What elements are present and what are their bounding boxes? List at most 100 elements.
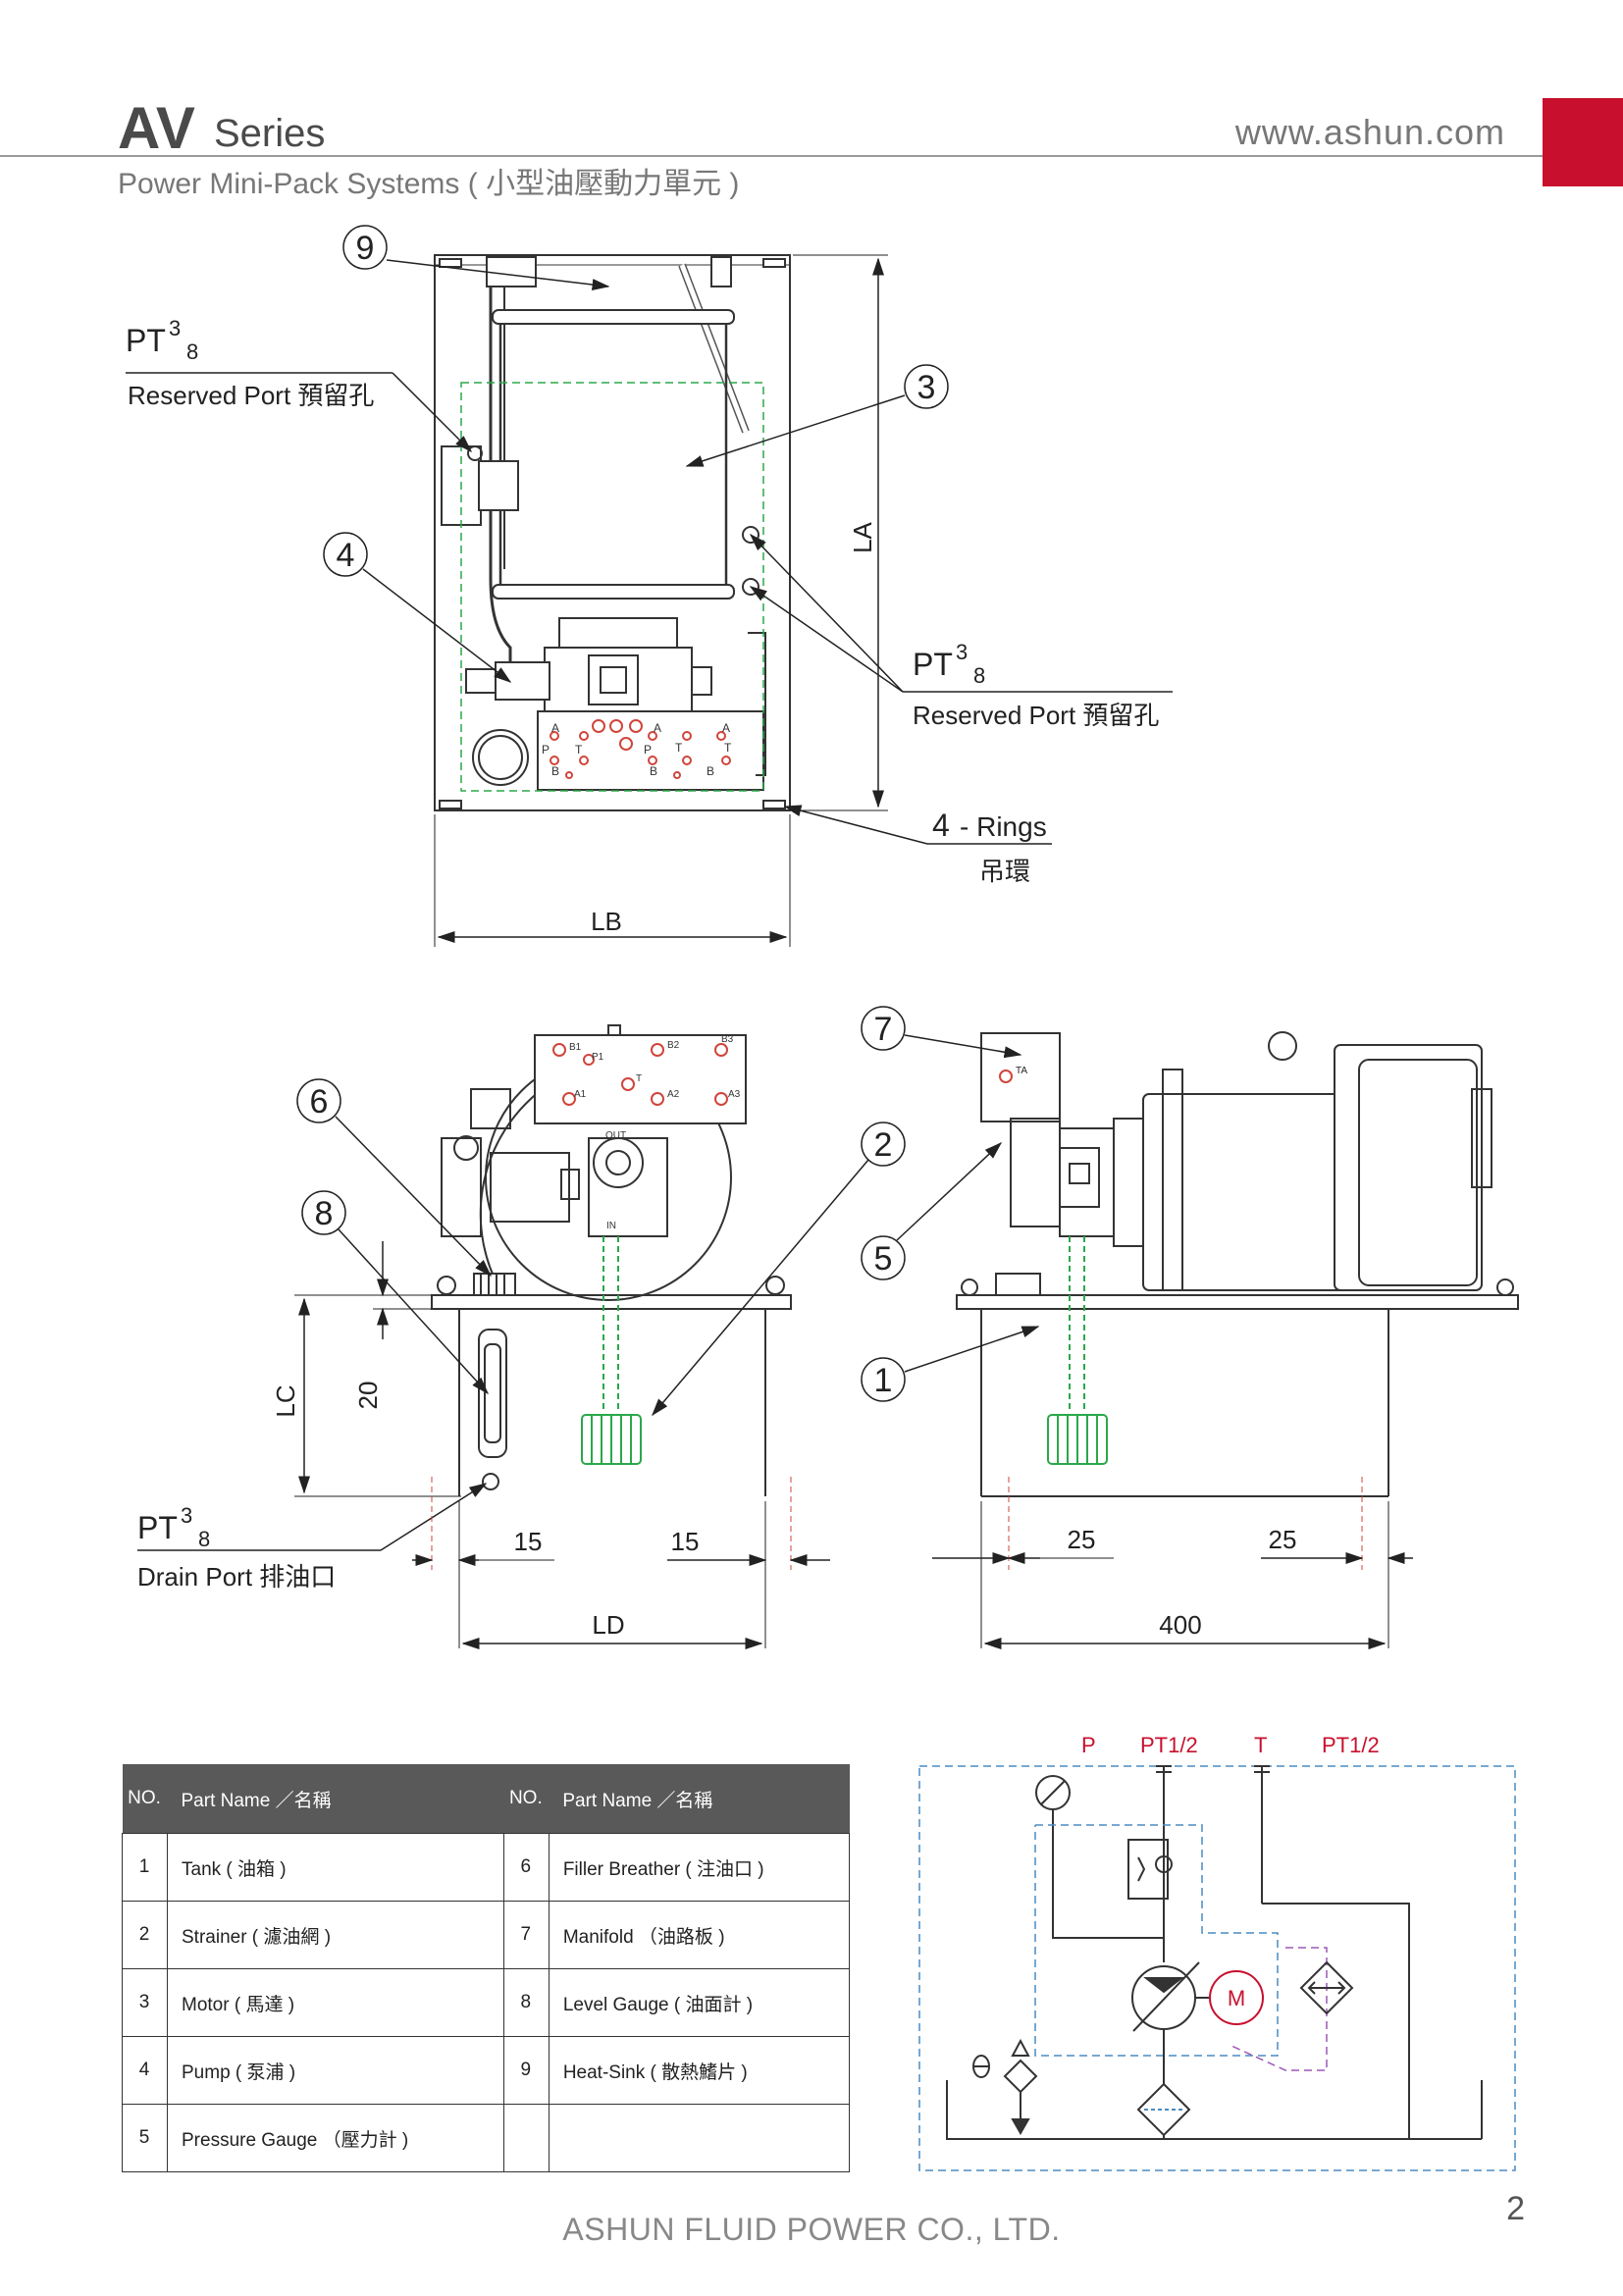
header-red-tab [1543, 98, 1623, 186]
callout-5: 5 [874, 1240, 893, 1278]
part-no: 7 [502, 1901, 550, 1969]
port-label: B [650, 764, 657, 778]
part-no: 6 [502, 1833, 550, 1902]
header-name-2: Part Name ／名稱 [549, 1764, 850, 1834]
table-row: 2 Strainer ( 濾油網 ) 7 Manifold （油路板 ) [122, 1901, 851, 1969]
front-callout-text: 6 8 LC 20 15 15 LD PT 3 8 Drain Port 排油口 [137, 1083, 699, 1640]
pump-out-label: OUT [605, 1130, 626, 1141]
callout-2: 2 [874, 1126, 893, 1164]
schematic-labels: P PT1/2 T PT1/2 M [1081, 1733, 1380, 2010]
pt-fraction-den: 8 [198, 1527, 210, 1551]
part-no: 1 [122, 1833, 168, 1902]
hydraulic-schematic [918, 1765, 1516, 2171]
side-callouts [652, 1006, 1413, 1649]
part-name: Heat-Sink ( 散熱鰭片 ) [548, 2036, 851, 2105]
callout-8: 8 [315, 1195, 334, 1232]
table-row: 3 Motor ( 馬達 ) 8 Level Gauge ( 油面計 ) [122, 1968, 851, 2037]
front-port-labels: B1 P1 B2 B3 T A1 A2 A3 OUT IN [569, 1034, 741, 1231]
parts-table: NO. Part Name ／名稱 NO. Part Name ／名稱 1 Ta… [122, 1764, 851, 2172]
port-label: B [707, 764, 714, 778]
header-name-1: Part Name ／名稱 [167, 1764, 504, 1834]
schematic-p-label: P [1081, 1733, 1096, 1757]
table-header-row: NO. Part Name ／名稱 NO. Part Name ／名稱 [122, 1764, 850, 1834]
rings-label: - Rings [960, 811, 1047, 842]
part-no: 5 [122, 2104, 168, 2172]
part-no: 9 [502, 2036, 550, 2105]
website-link[interactable]: www.ashun.com [1234, 112, 1505, 152]
callout-9: 9 [356, 230, 375, 267]
callout-7: 7 [874, 1011, 893, 1048]
schematic-motor-label: M [1228, 1986, 1245, 2010]
header-no-2: NO. [503, 1764, 550, 1834]
port-label: A [551, 721, 559, 735]
dim-ld: LD [592, 1610, 624, 1640]
rings-count: 4 [932, 808, 950, 843]
side-callout-text: 7 2 5 1 TA 25 25 400 [874, 1011, 1297, 1640]
pt-fraction-den: 8 [186, 339, 198, 364]
top-manifold-letters: A B P T A B P T A B T [542, 721, 732, 778]
pt-fraction-den: 8 [973, 663, 985, 688]
part-name: Pump ( 泵浦 ) [167, 2036, 504, 2105]
header-rule [0, 155, 1543, 157]
front-view [431, 1024, 792, 1496]
top-view [434, 254, 791, 811]
callout-3: 3 [917, 369, 936, 406]
port-label: A3 [728, 1089, 741, 1100]
part-no [502, 2104, 550, 2172]
dim-lc: LC [271, 1384, 300, 1417]
top-frame [434, 254, 791, 811]
dim-15-right: 15 [671, 1527, 700, 1556]
header-no-1: NO. [122, 1764, 168, 1834]
pt-fraction-num: 3 [956, 640, 968, 664]
pump-in-label: IN [606, 1221, 616, 1231]
drain-port-label: Drain Port 排油口 [137, 1562, 336, 1592]
company-name: ASHUN FLUID POWER CO., LTD. [562, 2212, 1061, 2247]
part-no: 8 [502, 1968, 550, 2037]
dim-15-left: 15 [514, 1527, 543, 1556]
top-callout-text: 9 3 4 PT 3 8 Reserved Port 預留孔 PT 3 8 Re… [126, 230, 1159, 936]
port-label: A2 [667, 1089, 680, 1100]
pt-label: PT [913, 647, 953, 682]
port-label: P [644, 743, 652, 757]
callout-4: 4 [337, 537, 355, 574]
port-label: B3 [721, 1034, 734, 1045]
part-name: Manifold （油路板 ) [548, 1901, 851, 1969]
port-ta-label: TA [1016, 1066, 1027, 1076]
callout-6: 6 [310, 1083, 329, 1121]
table-row: 4 Pump ( 泵浦 ) 9 Heat-Sink ( 散熱鰭片 ) [122, 2036, 851, 2105]
port-label: B2 [667, 1040, 680, 1051]
dim-25-left: 25 [1068, 1525, 1096, 1554]
schematic-t-label: T [1254, 1733, 1267, 1757]
rings-cn-label: 吊環 [979, 857, 1030, 886]
part-no: 4 [122, 2036, 168, 2105]
port-label: T [724, 741, 732, 755]
part-name: Motor ( 馬達 ) [167, 1968, 504, 2037]
dim-400: 400 [1159, 1610, 1201, 1640]
page-subtitle: Power Mini-Pack Systems ( 小型油壓動力單元 ) [118, 168, 740, 200]
port-label: T [575, 743, 583, 757]
part-name: Level Gauge ( 油面計 ) [548, 1968, 851, 2037]
port-label: T [636, 1073, 642, 1084]
part-name: Pressure Gauge （壓力計 ) [167, 2104, 504, 2172]
top-callouts [126, 225, 1173, 947]
pt-fraction-num: 3 [181, 1503, 192, 1528]
part-name: Tank ( 油箱 ) [167, 1833, 504, 1902]
part-name: Strainer ( 濾油網 ) [167, 1901, 504, 1969]
part-no: 2 [122, 1901, 168, 1969]
port-label: A1 [574, 1089, 587, 1100]
port-label: B1 [569, 1042, 582, 1053]
reserved-port-label: Reserved Port 預留孔 [128, 381, 374, 410]
dim-25-right: 25 [1269, 1525, 1297, 1554]
schematic-p-size: PT1/2 [1140, 1733, 1198, 1757]
pt-label: PT [137, 1510, 178, 1545]
part-name: Filler Breather ( 注油口 ) [548, 1833, 851, 1902]
port-label: A [654, 721, 661, 735]
port-label: P [542, 743, 550, 757]
series-word: Series [214, 112, 326, 155]
pt-label: PT [126, 323, 166, 358]
port-label: B [551, 764, 559, 778]
schematic-t-size: PT1/2 [1322, 1733, 1380, 1757]
callout-1: 1 [874, 1362, 893, 1399]
reserved-port-label: Reserved Port 預留孔 [913, 701, 1159, 730]
dim-20: 20 [353, 1382, 383, 1410]
